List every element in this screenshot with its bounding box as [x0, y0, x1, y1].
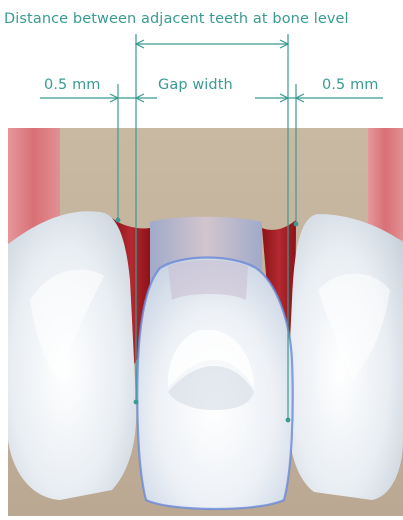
left-tooth [8, 211, 136, 500]
left-margin-label: 0.5 mm [44, 78, 101, 93]
right-gingiva [368, 128, 403, 240]
crown-window [168, 260, 248, 300]
distance-label: Distance between adjacent teeth at bone … [4, 12, 349, 27]
right-margin-label: 0.5 mm [322, 78, 379, 93]
gap-width-label: Gap width [158, 78, 233, 93]
